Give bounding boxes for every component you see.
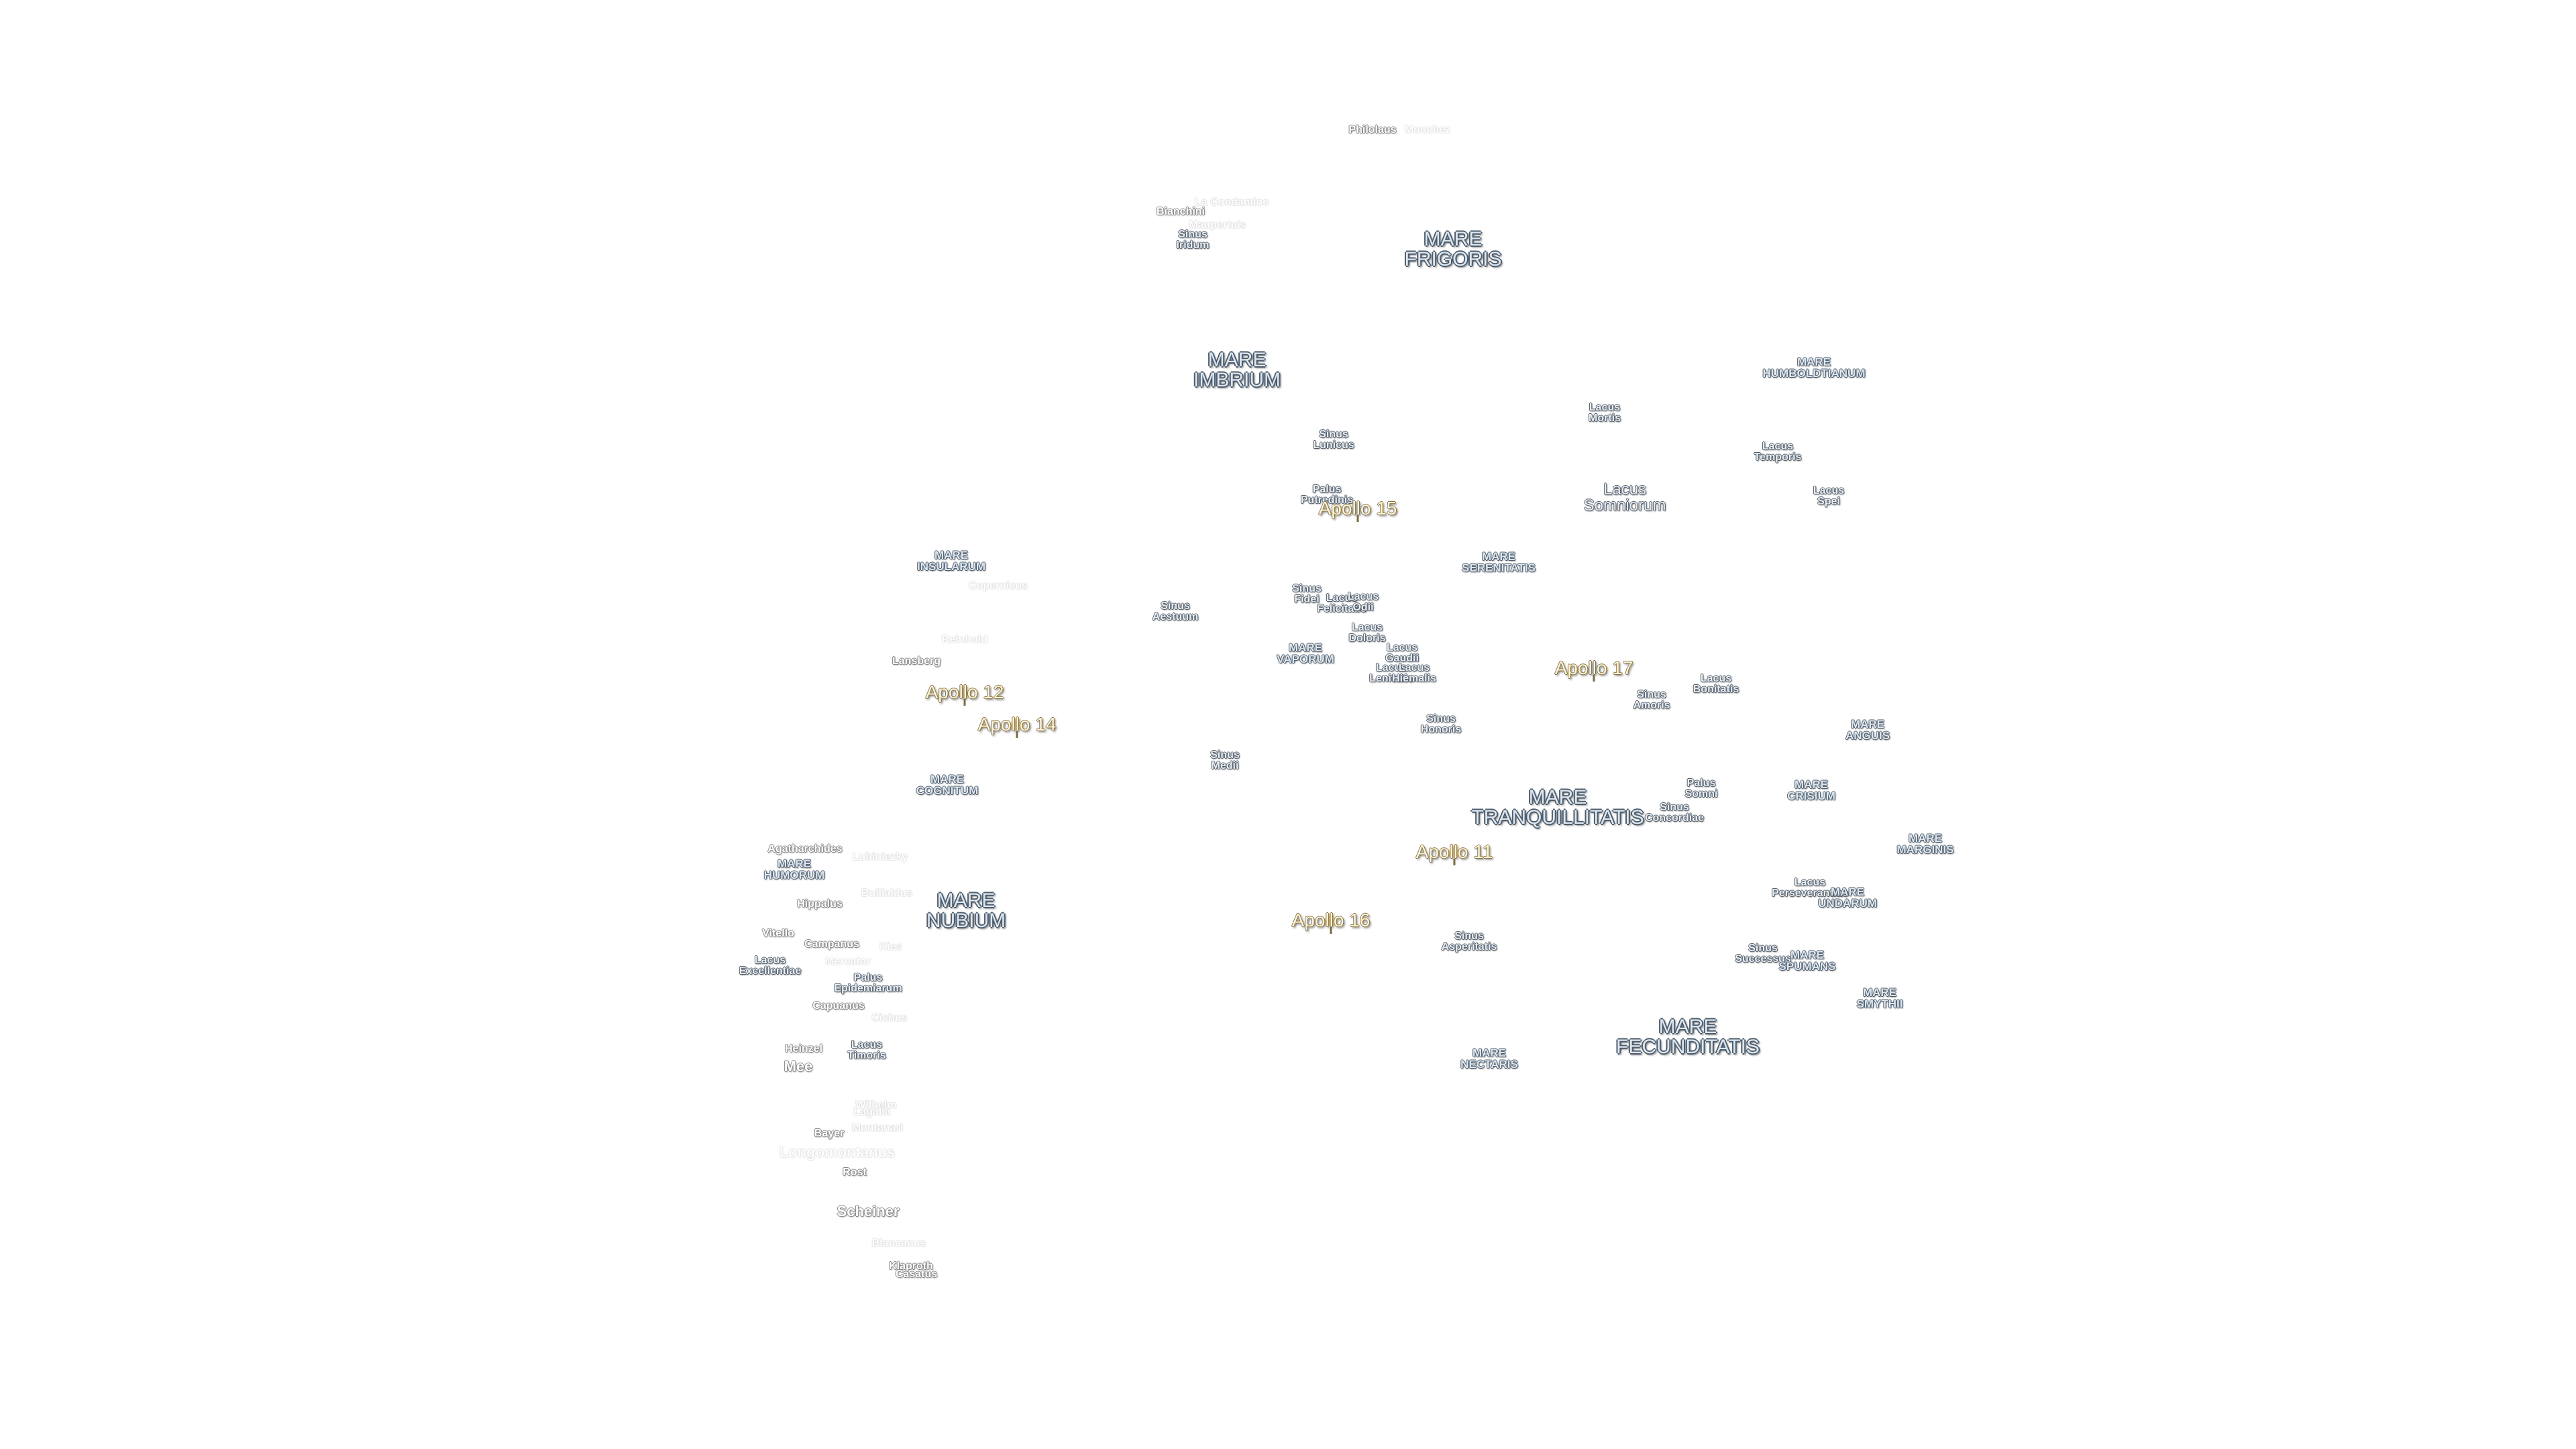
label-kies: Kies — [879, 941, 902, 953]
label-sinus-iridum: Sinus Iridum — [1176, 229, 1210, 251]
label-mare-tranquillitatis: MARE TRANQUILLITATIS — [1471, 786, 1644, 828]
label-capuanus: Capuanus — [812, 1000, 865, 1012]
label-reinhold: Reinhold — [941, 634, 988, 645]
label-campanus: Campanus — [804, 938, 859, 950]
landing-marker-apollo-17 — [1593, 675, 1595, 682]
label-lacus-spei: Lacus Spei — [1813, 485, 1845, 507]
landing-site-apollo-15[interactable]: Apollo 15 — [1318, 498, 1397, 519]
landing-marker-apollo-12 — [963, 699, 966, 706]
label-montanari: Montanari — [851, 1122, 904, 1134]
label-palus-somni: Palus Somni — [1684, 777, 1718, 800]
label-lacus-lenitatis: Lacus Lenitatis — [1369, 662, 1413, 684]
label-maupertuis: Maupertuis — [1189, 219, 1246, 231]
label-mare-fecunditatis: MARE FECUNDITATIS — [1616, 1016, 1760, 1058]
label-longomontanus: Longomontanus — [779, 1144, 896, 1161]
label-lacus-temporis: Lacus Temporis — [1754, 441, 1802, 463]
label-lacus-somniorum: Lacus Somniorum — [1583, 480, 1666, 515]
label-lacus-gaudii: Lacus Gaudii — [1385, 642, 1419, 664]
label-mare-nectaris: MARE NECTARIS — [1460, 1046, 1518, 1071]
label-klaproth: Klaproth — [889, 1260, 933, 1272]
label-casatus: Casatus — [895, 1269, 938, 1280]
label-lacus-timoris: Lacus Timoris — [847, 1039, 886, 1061]
label-blancanus: Blancanus — [871, 1238, 926, 1249]
label-hippalus: Hippalus — [797, 898, 843, 910]
landing-site-apollo-14[interactable]: Apollo 14 — [977, 714, 1057, 735]
label-palus-epidemiarum: Palus Epidemiarum — [834, 972, 902, 994]
label-lansberg: Lansberg — [892, 655, 941, 667]
label-mare-crisium: MARE CRISIUM — [1787, 778, 1835, 802]
label-mare-humboldtianum: MARE HUMBOLDTIANUM — [1762, 356, 1866, 380]
label-lacus-bonitatis: Lacus Bonitatis — [1693, 673, 1739, 695]
label-mouchez: Mouchez — [1404, 124, 1451, 136]
label-lacus-felicitatis: Lacus Felicitatis — [1317, 592, 1366, 614]
landing-site-apollo-12[interactable]: Apollo 12 — [925, 682, 1004, 702]
label-palus-putredinis: Palus Putredinis — [1300, 484, 1354, 506]
label-heinzel: Heinzel — [784, 1043, 823, 1055]
label-mare-cognitum: MARE COGNITUM — [916, 773, 979, 797]
label-vitello: Vitello — [762, 928, 794, 939]
label-sinus-honoris: Sinus Honoris — [1420, 713, 1462, 735]
label-mare-marginis: MARE MARGINIS — [1896, 832, 1954, 856]
label-sinus-successus: Sinus Successus — [1735, 943, 1791, 965]
label-lacus-mortis: Lacus Mortis — [1589, 402, 1621, 424]
label-mare-humorum: MARE HUMORUM — [763, 857, 825, 881]
label-agatharchides: Agatharchides — [767, 843, 843, 855]
landing-marker-apollo-11 — [1453, 859, 1456, 865]
label-mare-serenitatis: MARE SERENITATIS — [1462, 550, 1536, 574]
label-sinus-lunicus: Sinus Lunicus — [1313, 429, 1354, 451]
label-bullialdus: Bullialdus — [861, 888, 913, 899]
label-sinus-aestuum: Sinus Aestuum — [1152, 600, 1199, 623]
landing-marker-apollo-16 — [1330, 927, 1332, 934]
label-philolaus: Philolaus — [1348, 124, 1397, 136]
label-sinus-fidei: Sinus Fidei — [1292, 583, 1322, 605]
label-sinus-asperitatis: Sinus Asperitatis — [1441, 930, 1497, 953]
label-sinus-concordiae: Sinus Concordiae — [1644, 802, 1705, 824]
label-mee: Mee — [784, 1058, 813, 1075]
label-la-condamine: La Condamine — [1194, 197, 1269, 208]
label-rost: Rost — [843, 1167, 867, 1178]
label-mare-nubium: MARE NUBIUM — [926, 890, 1006, 932]
landing-site-apollo-16[interactable]: Apollo 16 — [1291, 910, 1371, 930]
label-sinus-amoris: Sinus Amoris — [1633, 689, 1670, 711]
label-lacus-excellentiae: Lacus Excellentiae — [739, 955, 802, 977]
label-lacus-odii: Lacus Odii — [1347, 591, 1379, 613]
label-sinus-medii: Sinus Medii — [1210, 749, 1240, 771]
landing-site-apollo-11[interactable]: Apollo 11 — [1415, 841, 1493, 862]
label-lagalla: Lagalla — [853, 1106, 891, 1118]
label-lacus-perseverantiae: Lacus Perseverantiae — [1772, 877, 1848, 899]
label-bayer: Bayer — [814, 1128, 845, 1139]
label-mare-vaporum: MARE VAPORUM — [1277, 641, 1334, 665]
label-scheiner: Scheiner — [837, 1203, 900, 1220]
landing-marker-apollo-14 — [1016, 731, 1018, 738]
label-mare-insularum: MARE INSULARUM — [917, 549, 985, 573]
label-mare-spumans: MARE SPUMANS — [1778, 949, 1836, 973]
label-wilhelm: Wilhelm — [855, 1099, 897, 1111]
label-mare-frigoris: MARE FRIGORIS — [1404, 228, 1502, 270]
label-cichus: Cichus — [871, 1012, 908, 1024]
label-mare-imbrium: MARE IMBRIUM — [1193, 349, 1281, 391]
label-mercator: Mercator — [825, 956, 871, 967]
label-bianchini: Bianchini — [1156, 206, 1205, 217]
label-mare-anguis: MARE ANGUIS — [1845, 718, 1890, 742]
label-mare-undarum: MARE UNDARUM — [1818, 885, 1877, 910]
label-copernicus: Copernicus — [968, 580, 1028, 592]
label-mare-smythii: MARE SMYTHII — [1856, 986, 1903, 1010]
landing-marker-apollo-15 — [1356, 515, 1359, 522]
label-lubiniezky: Lubiniezky — [852, 851, 908, 863]
landing-site-apollo-17[interactable]: Apollo 17 — [1554, 657, 1633, 678]
label-lacus-hiemalis: Lacus Hiemalis — [1392, 662, 1436, 684]
label-lacus-doloris: Lacus Doloris — [1348, 622, 1386, 644]
